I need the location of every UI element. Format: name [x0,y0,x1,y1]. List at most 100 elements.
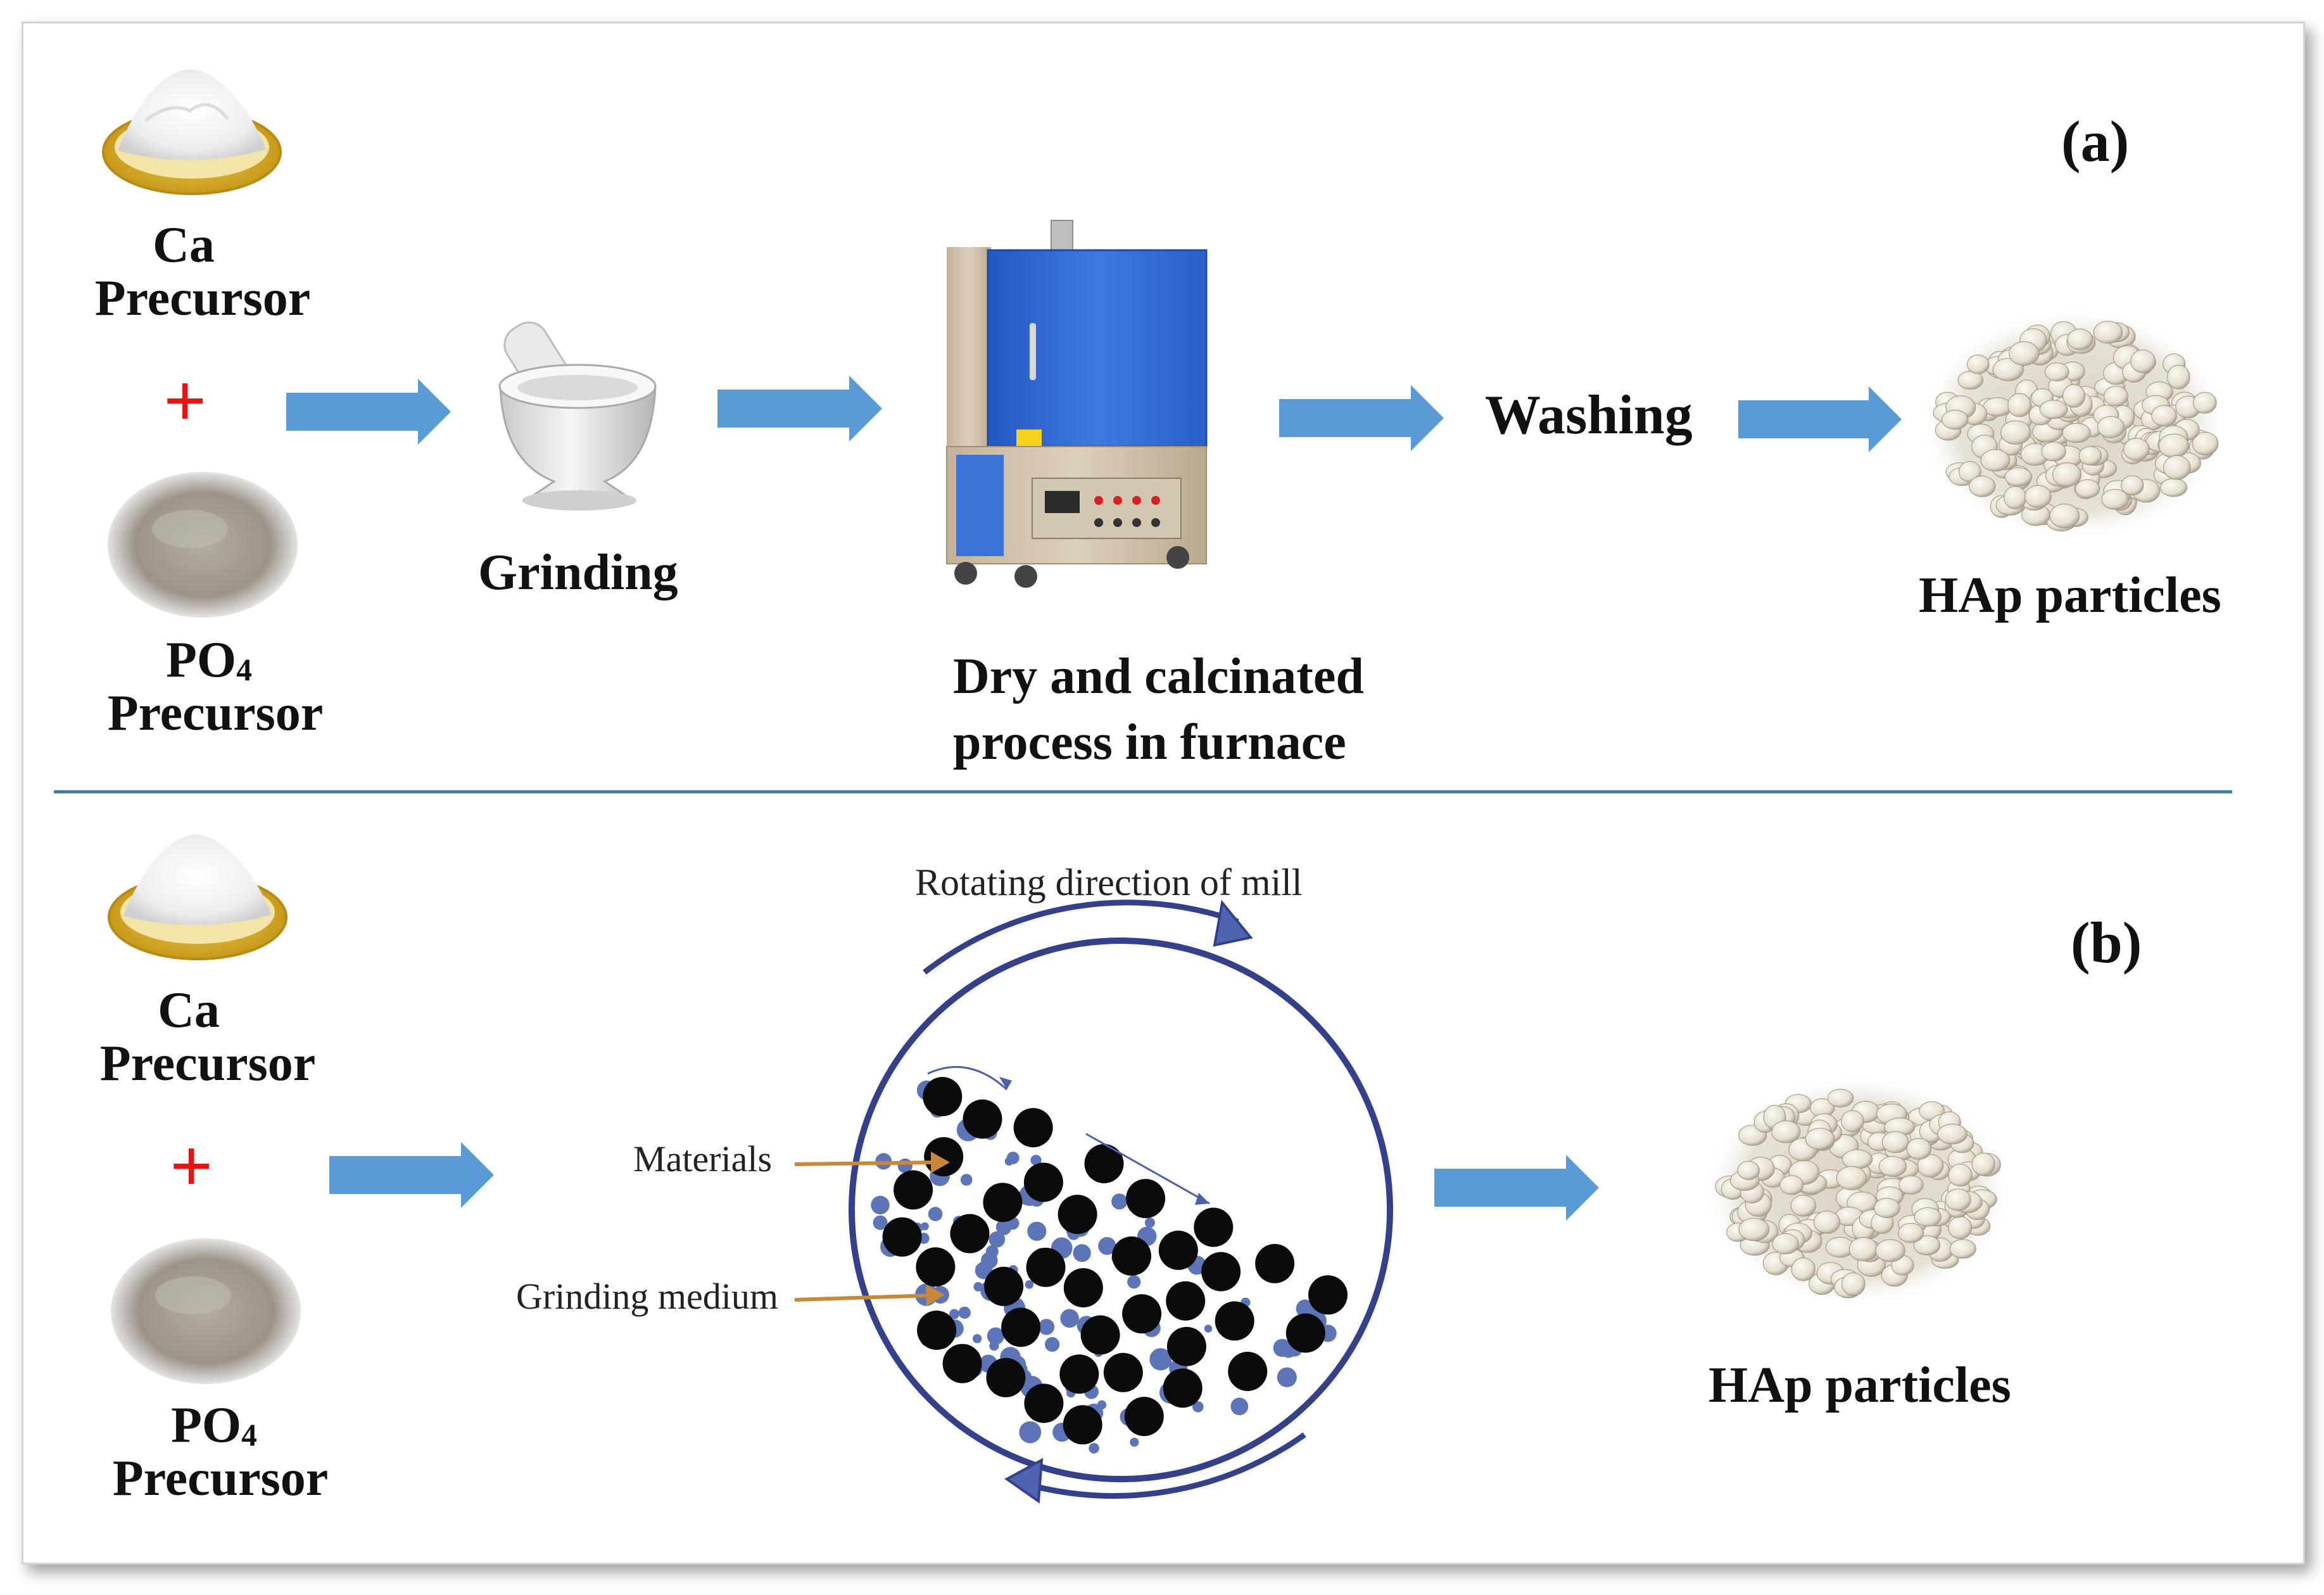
grinding-ball [1058,1195,1097,1235]
hap-bead [1971,1152,1995,1176]
hap-bead [1898,1175,1924,1195]
grinding-ball [1122,1294,1162,1334]
hap-bead [1878,1156,1907,1177]
hap-bead [1814,1211,1840,1234]
grinding-ball [1166,1281,1206,1321]
hap-bead [2097,416,2125,438]
hap-particles-label-b: HAp particles [1708,1357,2011,1413]
po4-precursor-label-a: PO4 Precursor [76,633,355,740]
material-particle [928,1207,943,1221]
grinding-medium-label: Grinding medium [516,1276,779,1317]
hap-bead [1771,1120,1801,1143]
grinding-ball [950,1214,990,1254]
materials-label: Materials [633,1138,773,1179]
arrow-furnace-to-washing [1279,385,1444,451]
grinding-ball [1163,1368,1203,1408]
arrow-grinding-to-furnace [717,376,882,442]
ca-label-line1-b: Ca [158,982,220,1038]
po4-main: PO [166,632,237,688]
arrow-washing-to-product [1738,386,1902,452]
grinding-ball [1112,1236,1151,1276]
material-particle [1030,1155,1042,1166]
grinding-ball [1228,1352,1268,1391]
grinding-ball [986,1357,1026,1397]
arrow-precursor-to-grinding [286,379,451,445]
material-particle [973,1282,983,1292]
grinding-ball [1124,1397,1164,1437]
ca-precursor-label-a: Ca Precursor [63,219,342,325]
hap-bead [1969,476,1996,497]
hap-particles-label-a: HAp particles [1919,568,2221,623]
material-particle [1144,1217,1155,1228]
hap-bead [1805,1128,1835,1150]
grinding-ball [1063,1268,1103,1307]
hap-bead [1738,1217,1770,1242]
hap-bead [2192,431,2219,455]
grinding-ball [1255,1243,1295,1283]
panel-a-label: (a) [2061,109,2130,174]
grinding-ball [924,1137,964,1177]
hap-bead [2078,446,2102,466]
material-particle [1089,1443,1099,1454]
hap-bead [1906,1138,1932,1160]
hap-bead [1790,1195,1817,1217]
mill-contents [871,1077,1348,1454]
hap-bead [1948,1164,1973,1187]
hap-bead [2067,328,2093,350]
material-particle [921,1222,929,1231]
grinding-ball [1026,1247,1066,1287]
mortar-pestle-icon [498,321,657,511]
hap-bead [2062,423,2091,443]
grinding-ball [984,1266,1024,1306]
hap-bead [1945,1188,1971,1211]
grinding-ball [1001,1307,1041,1347]
po4-label-line1: PO4 [63,633,355,687]
washing-label: Washing [1485,384,1693,446]
po4-precursor-label-b: PO4 Precursor [81,1399,360,1505]
hap-bead [2160,478,2188,497]
hap-bead [1848,1237,1878,1261]
grinding-ball [1215,1301,1254,1341]
ca-label-line2-b: Precursor [99,1036,316,1091]
hap-bead [2039,400,2068,419]
hap-bead [1874,1198,1900,1218]
material-particle [1130,1437,1139,1447]
grinding-ball [1158,1230,1198,1270]
hap-bead [1967,354,1990,374]
hap-bead [1992,358,2024,381]
grinding-ball [1084,1144,1124,1183]
ball-mill-diagram [794,899,1393,1504]
hap-bead [2130,349,2156,373]
grinding-ball [1013,1108,1053,1148]
hap-bead [1841,1272,1866,1296]
grinding-ball [894,1170,933,1210]
hap-bead [1772,1233,1799,1255]
furnace-icon [946,220,1208,588]
grinding-ball [882,1217,922,1257]
grinding-ball [1080,1315,1120,1355]
material-particle [873,1215,888,1230]
hap-bead [1958,461,1981,483]
material-particle [1277,1367,1297,1387]
grinding-ball [1308,1275,1348,1315]
furnace-label-line2: process in furnace [953,715,1346,770]
ca-powder-icon-b [108,834,287,960]
grinding-ball [916,1247,956,1287]
hap-bead [1827,1089,1854,1107]
po4-powder-icon-b [111,1238,301,1384]
grinding-ball [1166,1326,1206,1366]
hap-bead [2151,405,2177,427]
hap-bead [1791,1257,1816,1281]
material-particle [1045,1337,1060,1352]
hap-bead [2004,467,2033,486]
hap-particles-image-b [1703,1074,2014,1308]
material-particle [972,1334,982,1344]
material-particle [987,1327,1004,1345]
material-particle [1230,1397,1249,1416]
hap-bead [1841,1110,1864,1133]
po4-label-line2-b: Precursor [112,1451,329,1506]
hap-bead [2007,393,2031,417]
plus-sign-b: + [170,1124,213,1208]
hap-bead [2093,321,2123,344]
material-particle [871,1195,890,1215]
